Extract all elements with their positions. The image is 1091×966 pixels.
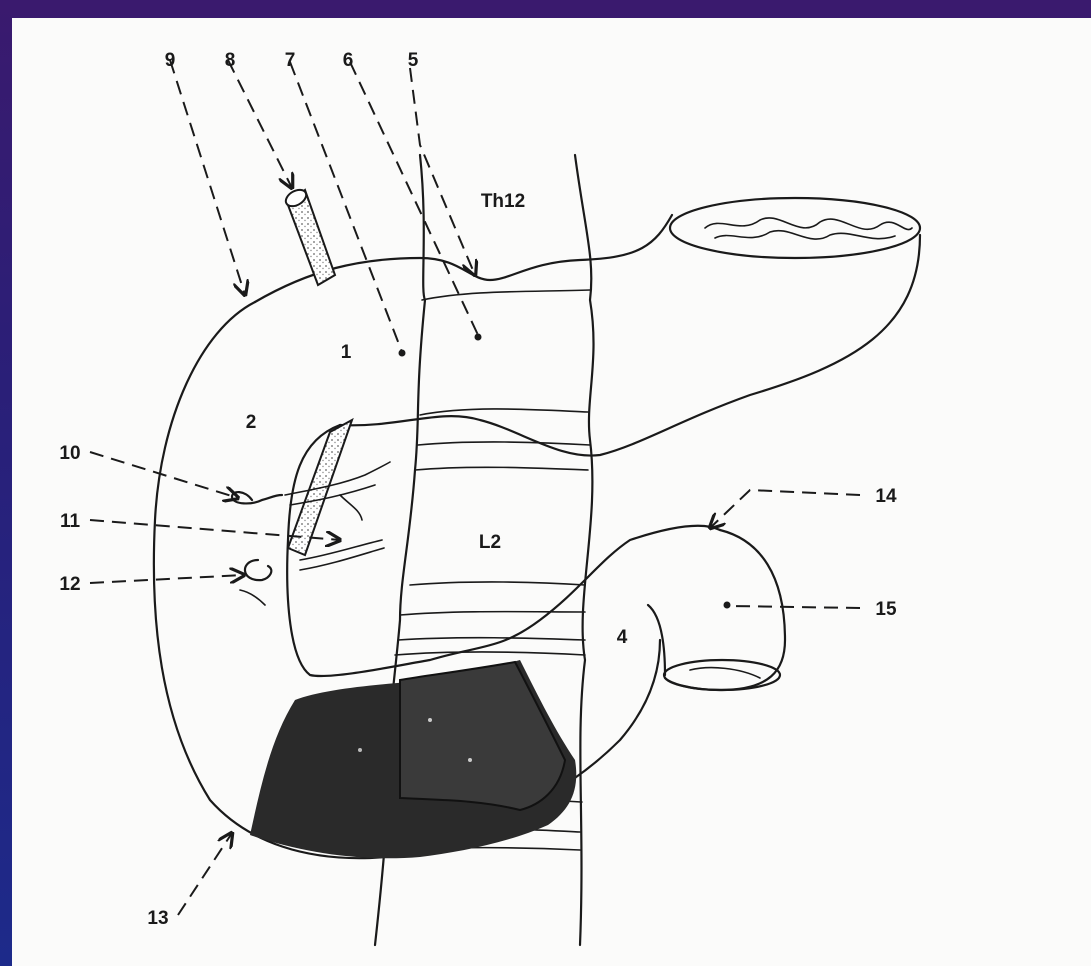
callout-9: 9	[165, 50, 176, 71]
callout-line-10	[90, 452, 238, 498]
callout-5: 5	[408, 50, 419, 71]
label-region-2: 2	[246, 412, 257, 433]
label-region-4: 4	[617, 627, 628, 648]
callout-12: 12	[59, 574, 80, 595]
callout-15: 15	[875, 599, 897, 620]
callout-line-15	[730, 606, 860, 608]
callout-line-8	[228, 60, 292, 188]
label-region-1: 1	[341, 342, 352, 363]
label-l2: L2	[479, 532, 501, 553]
callout-line-12	[90, 575, 244, 583]
callout-line-9	[170, 60, 245, 295]
shaded-region	[250, 660, 576, 858]
anatomy-diagram: Th12 L2 1 2 4 5 6 7 8 9 10 11 12 13 14 1…	[12, 18, 1091, 966]
callout-6: 6	[343, 50, 354, 71]
callout-14: 14	[875, 486, 897, 507]
callout-7: 7	[285, 50, 296, 71]
label-th12: Th12	[481, 191, 525, 212]
reference-dots	[399, 334, 731, 609]
callout-line-13	[178, 833, 232, 915]
vessel-tube	[283, 186, 335, 285]
inner-vessels	[232, 420, 390, 605]
callout-10: 10	[59, 443, 80, 464]
diagram-slide: Th12 L2 1 2 4 5 6 7 8 9 10 11 12 13 14 1…	[12, 18, 1091, 966]
callout-13: 13	[147, 908, 168, 929]
callout-8: 8	[225, 50, 236, 71]
callout-line-14	[710, 490, 860, 528]
callout-line-5	[410, 68, 475, 275]
callout-11: 11	[60, 511, 81, 532]
